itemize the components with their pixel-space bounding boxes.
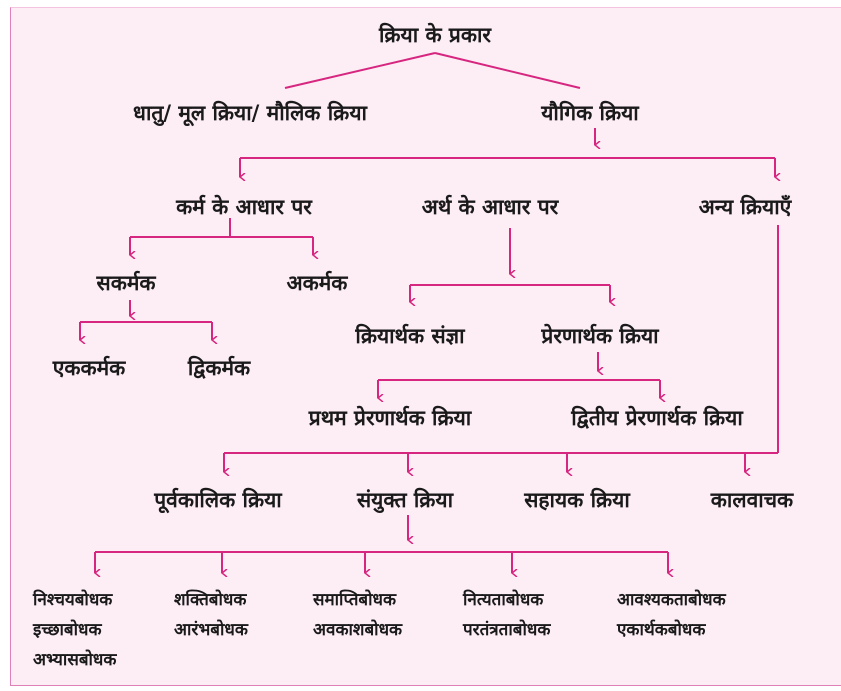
- sanyukt-column-2: शक्तिबोधक आरंभबोधक: [174, 585, 248, 645]
- node-dhatu-kriya: धातु/ मूल क्रिया/ मौलिक क्रिया: [133, 101, 367, 125]
- list-item: समाप्तिबोधक: [313, 590, 397, 610]
- node-dwikarmak: द्विकर्मक: [187, 356, 251, 380]
- list-item: नित्यताबोधक: [463, 590, 544, 610]
- list-item: परतंत्रताबोधक: [463, 620, 551, 640]
- list-item: निश्चयबोधक: [33, 590, 113, 610]
- diagram-frame: [10, 7, 841, 686]
- list-item: अभ्यासबोधक: [33, 650, 117, 670]
- sanyukt-column-1: निश्चयबोधक इच्छाबोधक अभ्यासबोधक: [33, 585, 116, 675]
- node-yaugik-kriya: यौगिक क्रिया: [541, 101, 639, 125]
- node-kriyarthak-sangya: क्रियार्थक संज्ञा: [355, 324, 465, 348]
- node-sakarmak: सकर्मक: [96, 271, 156, 295]
- node-purvakalik: पूर्वकालिक क्रिया: [154, 488, 282, 512]
- list-item: आवश्यकताबोधक: [617, 590, 726, 610]
- node-dwitiya-prernarthak: द्वितीय प्रेरणार्थक क्रिया: [571, 406, 743, 430]
- node-karm-aadhar: कर्म के आधार पर: [176, 195, 312, 219]
- list-item: एकार्थकबोधक: [617, 620, 706, 640]
- sanyukt-column-3: समाप्तिबोधक अवकाशबोधक: [313, 585, 402, 645]
- line-connector: [434, 52, 581, 89]
- node-arth-aadhar: अर्थ के आधार पर: [421, 195, 559, 219]
- node-sahayak: सहायक क्रिया: [524, 488, 630, 512]
- node-kalvachak: कालवाचक: [710, 488, 794, 512]
- sanyukt-column-5: आवश्यकताबोधक एकार्थकबोधक: [617, 585, 726, 645]
- list-item: आरंभबोधक: [174, 620, 248, 640]
- node-sanyukt: संयुक्त क्रिया: [356, 488, 454, 512]
- list-item: अवकाशबोधक: [313, 620, 403, 640]
- list-item: इच्छाबोधक: [33, 620, 102, 640]
- node-prernarthak-kriya: प्रेरणार्थक क्रिया: [541, 324, 659, 348]
- list-item: शक्तिबोधक: [174, 590, 247, 610]
- line-connector: [284, 52, 436, 89]
- root-node: क्रिया के प्रकार: [378, 23, 492, 47]
- node-anya-kriyaen: अन्य क्रियाएँ: [698, 195, 792, 219]
- node-akarmak: अकर्मक: [286, 271, 348, 295]
- node-pratham-prernarthak: प्रथम प्रेरणार्थक क्रिया: [308, 406, 472, 430]
- sanyukt-column-4: नित्यताबोधक परतंत्रताबोधक: [463, 585, 550, 645]
- node-ekkarmak: एककर्मक: [52, 356, 126, 380]
